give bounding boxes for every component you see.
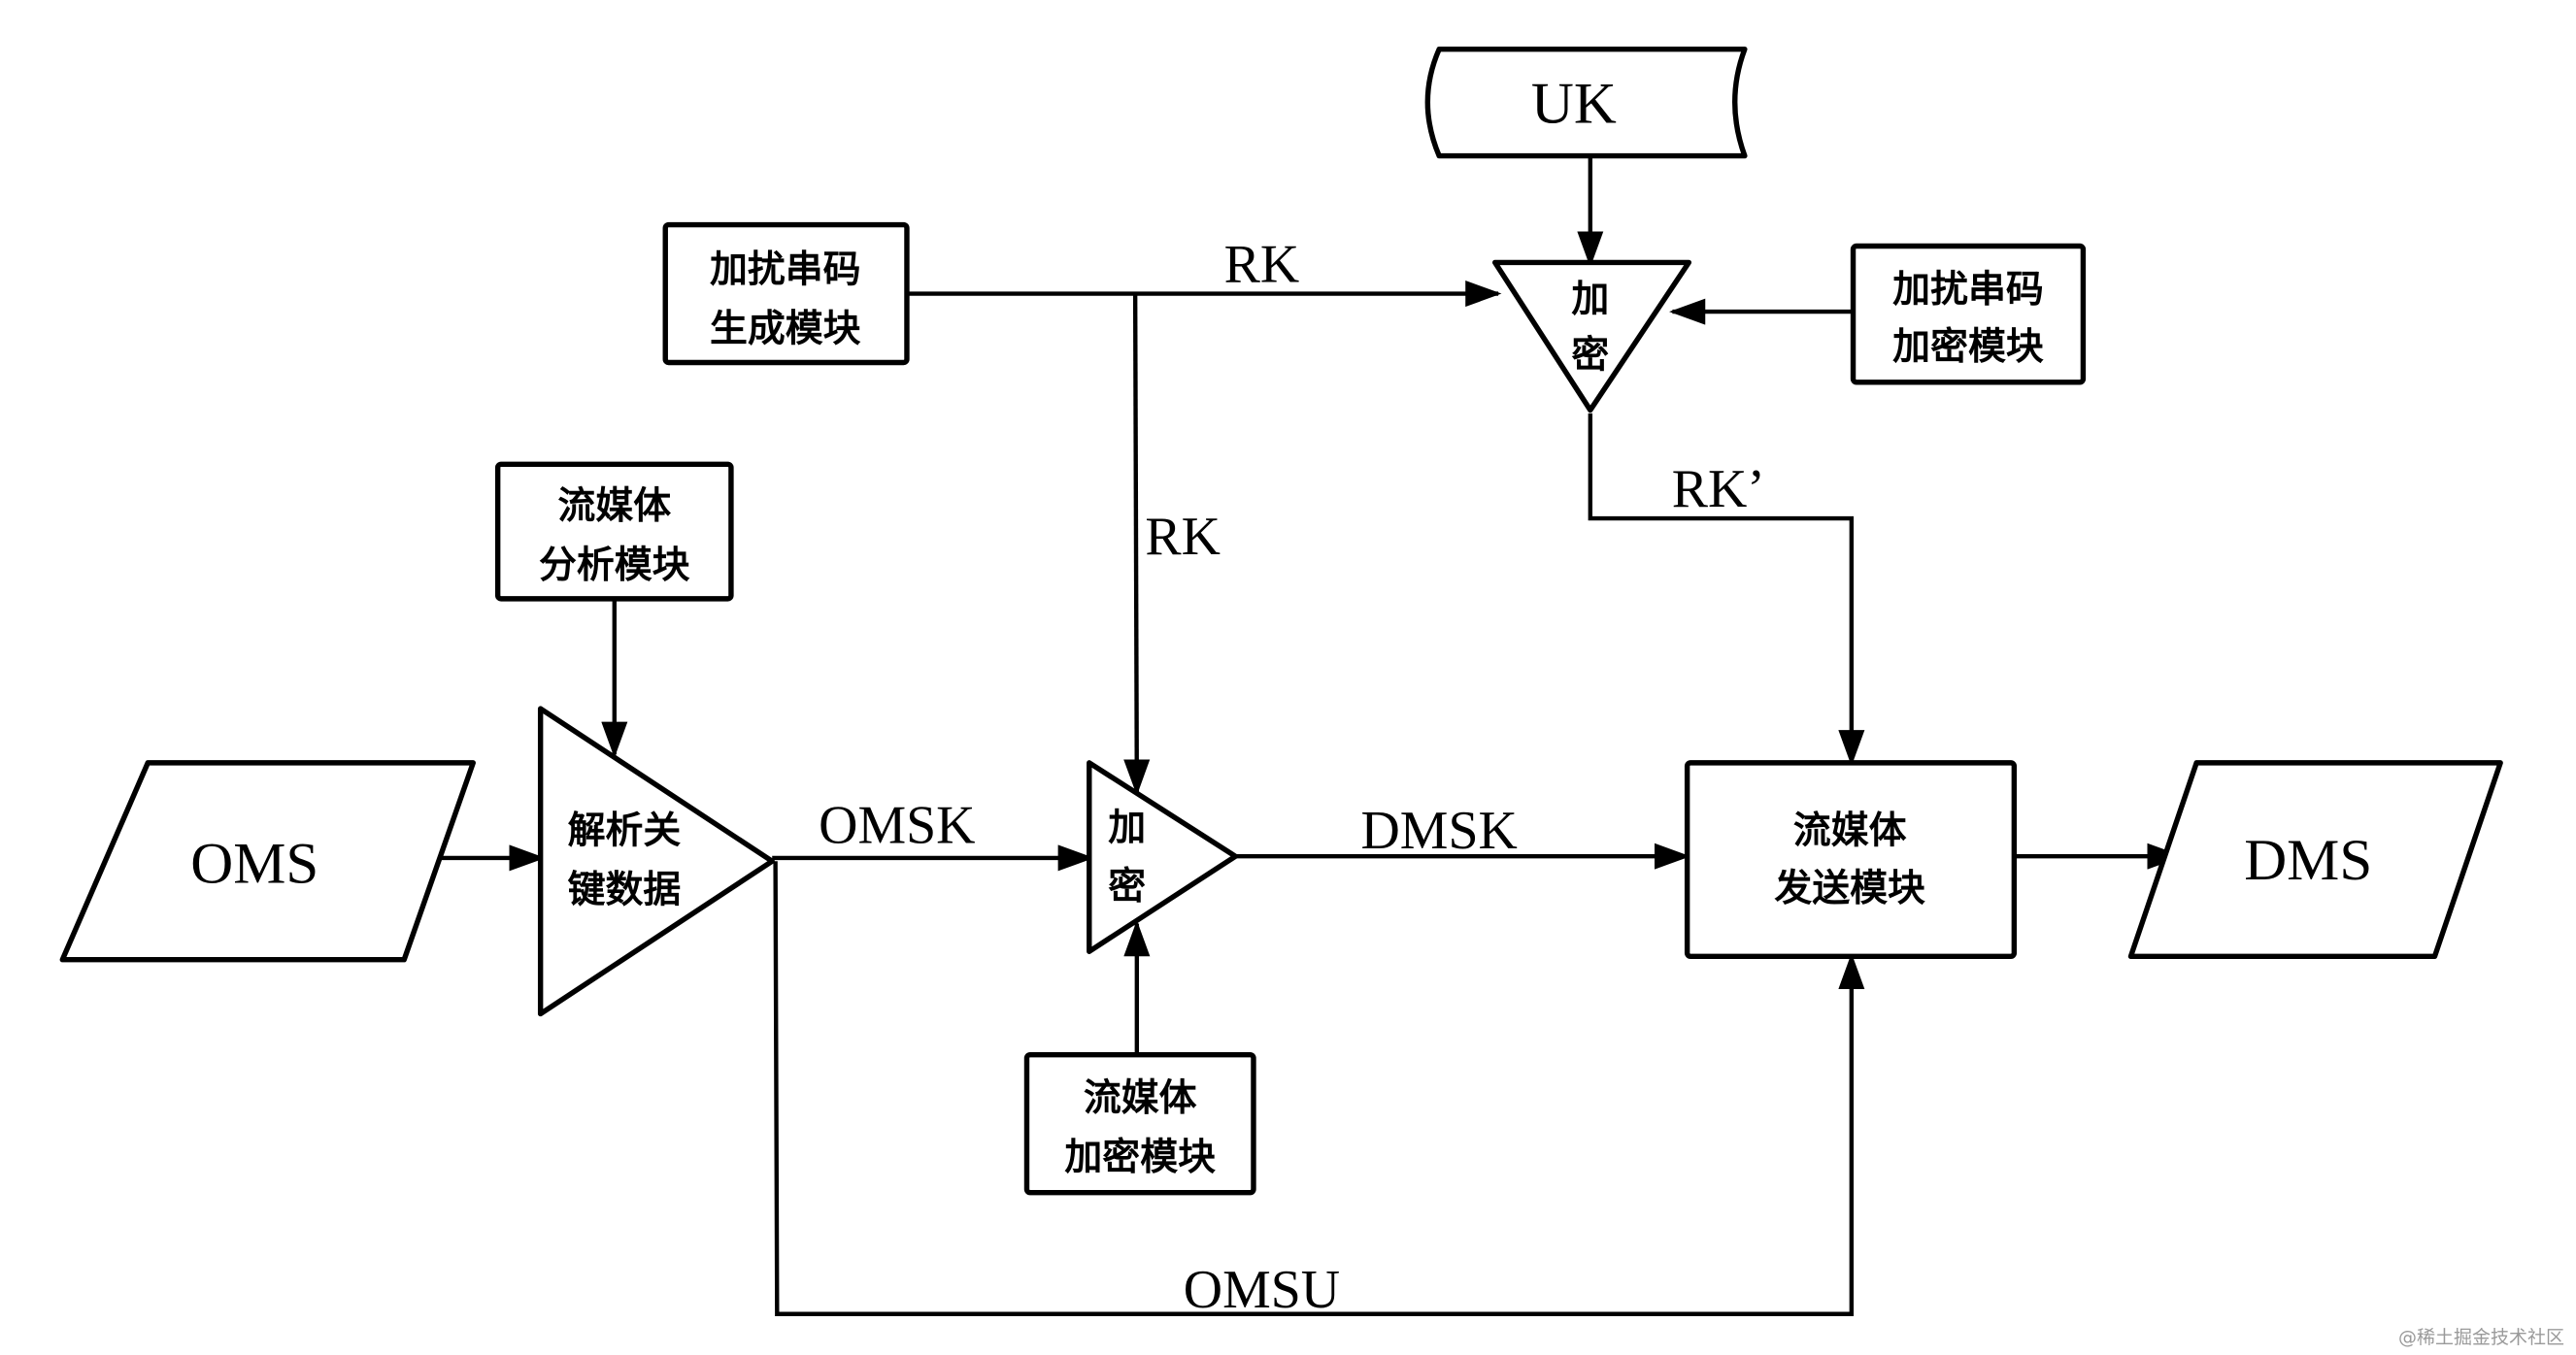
node-scramble-generation-module: 加扰串码 生成模块 bbox=[662, 221, 910, 366]
node-label-line2: 加密模块 bbox=[1064, 1136, 1216, 1179]
node-encrypt-middle: 加 密 bbox=[1087, 760, 1239, 954]
node-label-line1: 流媒体 bbox=[557, 484, 671, 528]
node-stream-analysis-module: 流媒体 分析模块 bbox=[494, 461, 734, 602]
node-dms-output: DMS bbox=[2127, 760, 2503, 960]
node-stream-encryption-module: 流媒体 加密模块 bbox=[1023, 1052, 1256, 1196]
node-label-line2: 发送模块 bbox=[1774, 867, 1925, 910]
node-label-line2: 键数据 bbox=[568, 869, 682, 912]
node-parse-key-data: 解析关 键数据 bbox=[537, 706, 775, 1017]
node-oms-input: OMS bbox=[59, 760, 476, 963]
edge-rk-to-mid-encrypt bbox=[1123, 293, 1151, 796]
edge-label-rk-top: RK bbox=[1224, 235, 1300, 295]
node-label-line1: 流媒体 bbox=[1793, 810, 1907, 853]
edge-rk-prime-to-send bbox=[1588, 413, 1865, 767]
edge-omsu bbox=[773, 861, 1865, 1316]
edge-label-dmsk: DMSK bbox=[1360, 801, 1517, 861]
node-label-line2: 加密模块 bbox=[1892, 325, 2044, 369]
node-label: OMS bbox=[190, 831, 318, 896]
edge-label-rk-vertical: RK bbox=[1145, 507, 1221, 567]
node-encrypt-top: 加 密 bbox=[1491, 259, 1692, 413]
edge-label-omsk: OMSK bbox=[819, 796, 975, 856]
node-label: DMS bbox=[2244, 828, 2372, 893]
node-label-line2: 生成模块 bbox=[710, 308, 861, 351]
node-label-line1: 加扰串码 bbox=[1892, 268, 2044, 312]
edge-label-rk-prime: RK’ bbox=[1672, 459, 1765, 519]
node-label-line1: 加 bbox=[1108, 806, 1146, 849]
node-label-line2: 密 bbox=[1571, 334, 1609, 378]
node-label-line1: 加 bbox=[1571, 278, 1609, 321]
node-label-line1: 流媒体 bbox=[1084, 1076, 1197, 1120]
node-scramble-encryption-module: 加扰串码 加密模块 bbox=[1850, 243, 2087, 385]
node-label-line2: 密 bbox=[1108, 865, 1146, 909]
node-label-line2: 分析模块 bbox=[539, 544, 690, 587]
node-stream-send-module: 流媒体 发送模块 bbox=[1684, 760, 2018, 960]
node-label-line1: 加扰串码 bbox=[710, 248, 861, 292]
node-uk-storage: UK bbox=[1424, 46, 1748, 159]
node-label: UK bbox=[1531, 72, 1617, 137]
edge-label-omsu: OMSU bbox=[1184, 1260, 1340, 1320]
node-label-line1: 解析关 bbox=[568, 810, 682, 853]
watermark: @稀土掘金技术社区 bbox=[2397, 1327, 2564, 1348]
